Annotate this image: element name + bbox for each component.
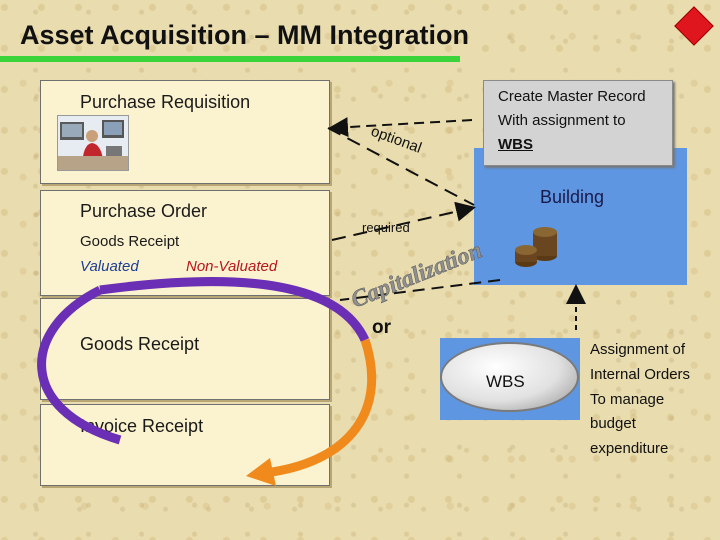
office-worker-icon	[57, 115, 129, 171]
create-master-record-line2: With assignment to	[498, 112, 626, 129]
title-underline	[0, 56, 460, 62]
purchase-requisition-label: Purchase Requisition	[80, 92, 251, 112]
optional-label: optional	[369, 123, 424, 157]
required-arrow	[331, 201, 476, 241]
create-master-record-line3: WBS	[498, 136, 533, 153]
process-arrow-top	[99, 277, 370, 342]
goods-receipt-box	[40, 298, 330, 400]
page-title: Asset Acquisition – MM Integration	[20, 20, 470, 50]
wbs-label: WBS	[486, 372, 525, 391]
wbs-oval	[440, 342, 579, 412]
building-area	[474, 148, 687, 285]
goods-receipt-label: Goods Receipt	[80, 334, 200, 354]
assignment-line-1: Assignment of	[590, 341, 686, 358]
purchase-order-label: Purchase Order	[80, 201, 208, 221]
valuated-label: Valuated	[80, 258, 139, 275]
goods-receipt-small-label: Goods Receipt	[80, 233, 180, 250]
create-master-record-line1: Create Master Record	[498, 88, 646, 105]
assignment-line-3: To manage	[590, 391, 665, 408]
requisition-to-building-line	[327, 127, 475, 206]
capitalization-line	[339, 279, 501, 301]
or-label: or	[372, 317, 392, 338]
building-label: Building	[540, 187, 605, 207]
process-arrow-right	[271, 338, 377, 477]
assignment-line-2: Internal Orders	[590, 366, 691, 383]
coins-icon	[515, 227, 557, 267]
non-valuated-label: Non-Valuated	[186, 258, 278, 275]
capitalization-label: Capitalization	[348, 237, 486, 313]
invoice-receipt-label: Invoice Receipt	[80, 416, 204, 436]
assignment-line-5: expenditure	[590, 440, 669, 457]
purchase-requisition-box	[40, 80, 330, 184]
process-arrow-left	[37, 285, 122, 445]
process-arrow-head	[246, 458, 276, 486]
required-label: required	[362, 220, 410, 235]
assignment-line-4: budget	[590, 415, 636, 432]
optional-arrow	[328, 117, 473, 138]
create-master-record-box: Create Master Record With assignment to …	[483, 80, 673, 166]
